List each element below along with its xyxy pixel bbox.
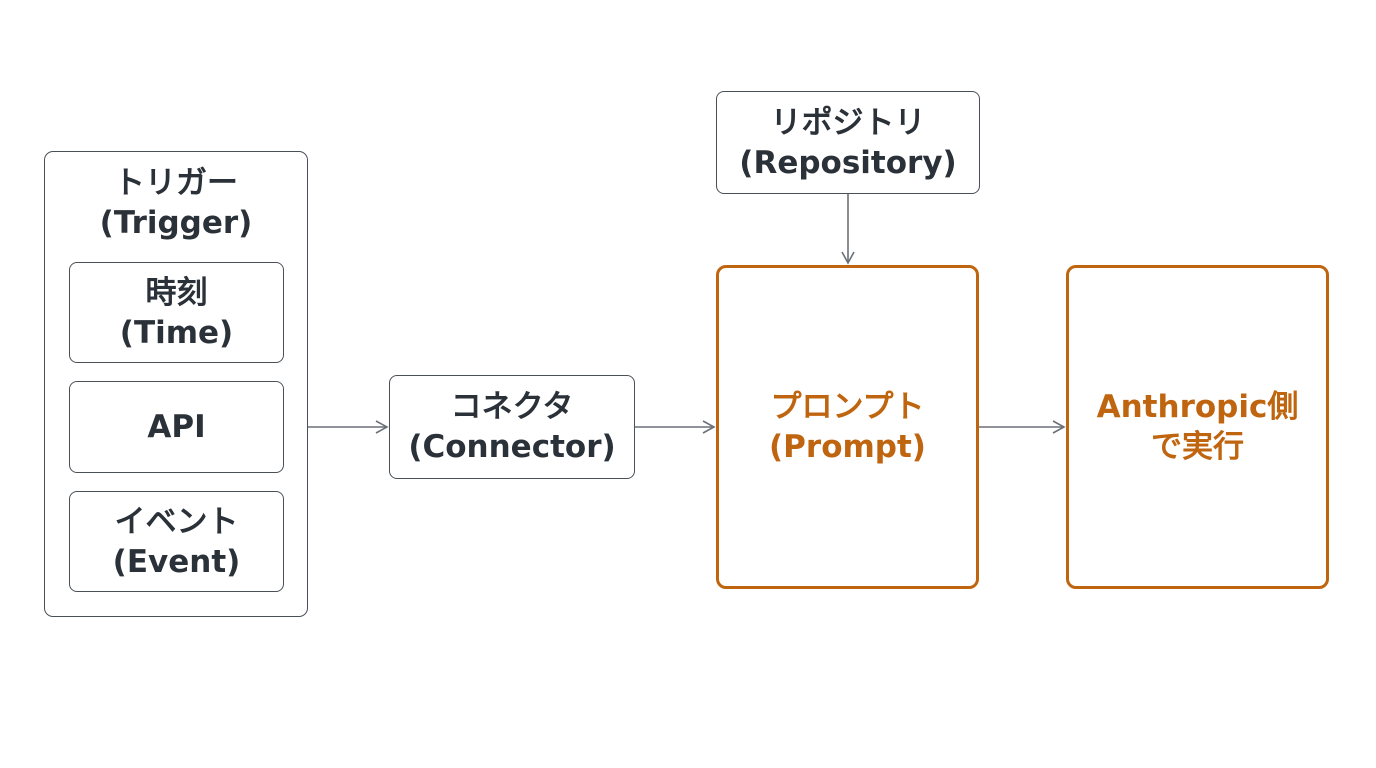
repository-line1: リポジトリ [770,104,926,141]
trigger-item-time-line1: 時刻 [145,274,208,311]
trigger-item-time: 時刻 (Time) [69,262,284,363]
execution-line1: Anthropic側 [1096,389,1299,425]
trigger-item-api-line1: API [147,409,206,445]
trigger-item-event-line2: (Event) [112,543,241,580]
prompt-line2: (Prompt) [769,429,926,465]
prompt-line1: プロンプト [770,389,925,425]
execution-box: Anthropic側 で実行 [1066,265,1329,589]
connector-box: コネクタ (Connector) [389,375,635,479]
trigger-title-line1: トリガー [114,165,238,201]
repository-line2: (Repository) [739,144,957,181]
repository-box: リポジトリ (Repository) [716,91,980,194]
trigger-item-api: API [69,381,284,473]
connector-line2: (Connector) [408,429,616,465]
trigger-item-event-line1: イベント [114,503,239,540]
prompt-box: プロンプト (Prompt) [716,265,979,589]
trigger-item-event: イベント (Event) [69,491,284,592]
connector-line1: コネクタ [450,389,574,425]
trigger-title: トリガー (Trigger) [44,163,308,243]
trigger-item-time-line2: (Time) [119,314,234,351]
trigger-title-line2: (Trigger) [99,205,253,241]
execution-line2: で実行 [1151,429,1244,465]
